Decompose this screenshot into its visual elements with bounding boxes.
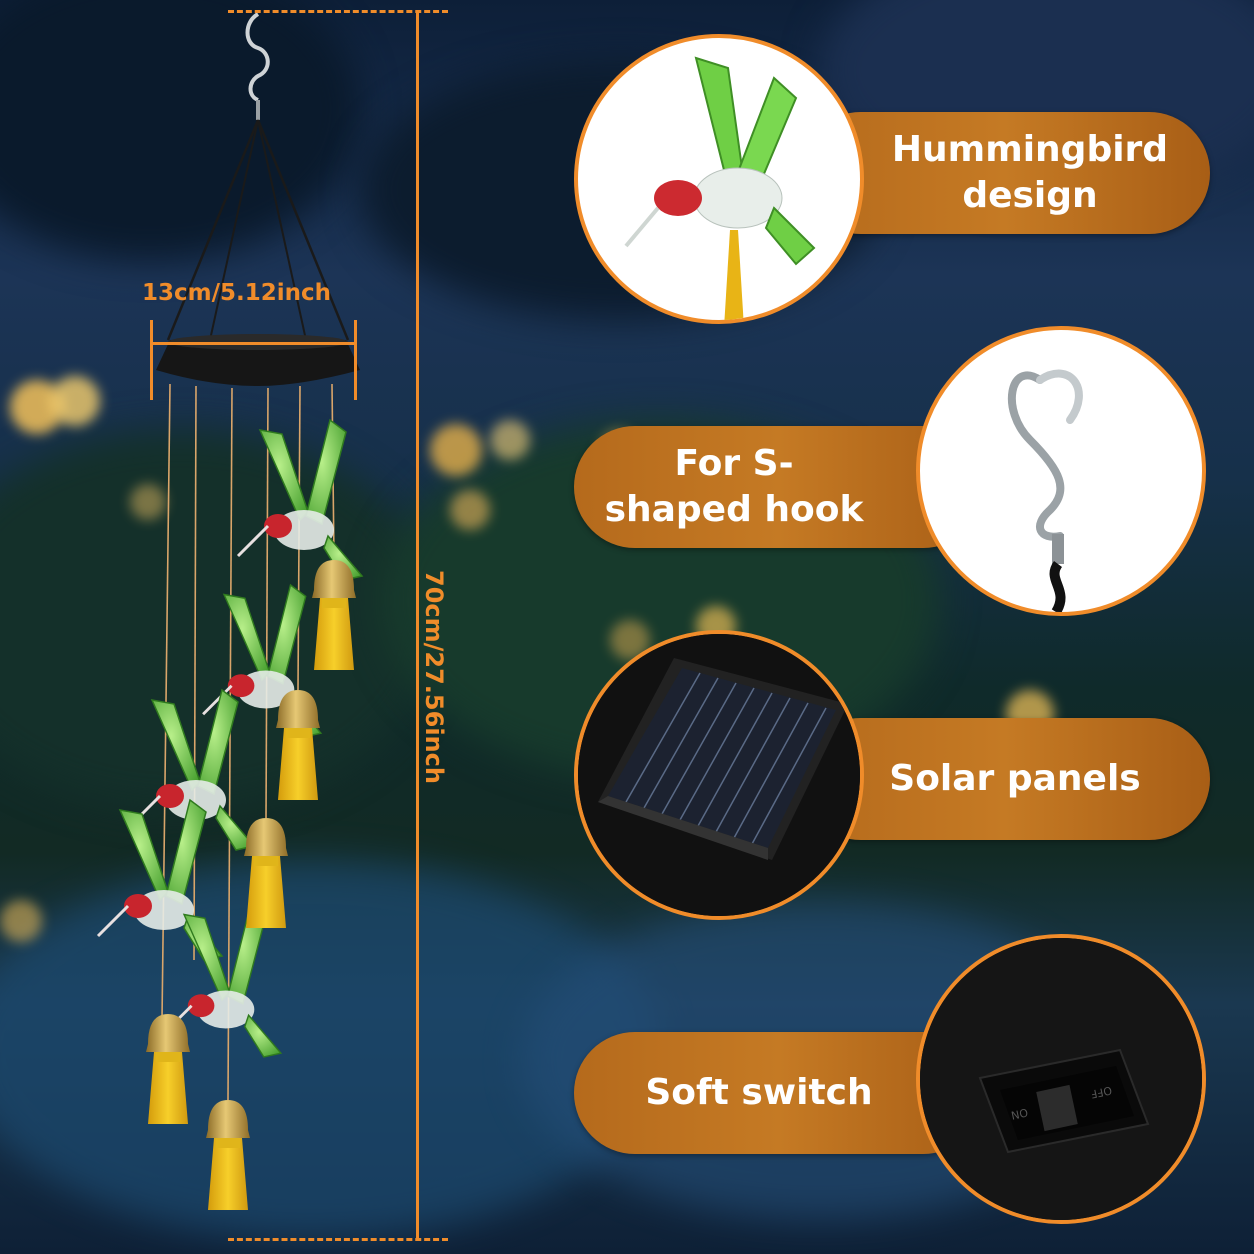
bokeh-light: [0, 900, 42, 942]
bokeh-light: [450, 490, 490, 530]
feature-circle-switch: ON OFF: [916, 934, 1206, 1224]
feature-label: Soft switch: [645, 1072, 873, 1113]
feature-pill-hummingbird: Hummingbird design: [800, 112, 1210, 234]
bokeh-light: [130, 484, 166, 520]
wind-chime-illustration: [96, 12, 364, 1210]
switch-on-label: ON: [1010, 1105, 1029, 1121]
switch-closeup: ON OFF: [920, 938, 1202, 1220]
solar-panel-closeup: [578, 634, 860, 916]
feature-label: For S-shaped hook: [604, 443, 864, 530]
height-dimension-line: [416, 10, 419, 1240]
s-hook-closeup: [1007, 369, 1083, 612]
feature-pill-switch: Soft switch: [574, 1032, 984, 1154]
width-dimension-tick: [150, 320, 153, 400]
height-dimension-tick: [228, 1238, 448, 1241]
width-dimension-label: 13cm/5.12inch: [142, 280, 332, 306]
height-dimension-tick: [228, 10, 448, 13]
width-dimension-tick: [354, 320, 357, 400]
feature-pill-solar: Solar panels: [800, 718, 1210, 840]
hummingbird-closeup: [624, 56, 816, 320]
width-dimension-line: [150, 342, 356, 345]
feature-label: Solar panels: [889, 758, 1141, 799]
bokeh-light: [50, 376, 100, 426]
feature-circle-hummingbird: [574, 34, 864, 324]
feature-label: Hummingbird design: [891, 129, 1169, 216]
switch-off-label: OFF: [1090, 1083, 1114, 1100]
feature-circle-solar: [574, 630, 864, 920]
bokeh-light: [490, 420, 530, 460]
height-dimension-label: 70cm/27.56inch: [420, 570, 448, 784]
feature-circle-hook: [916, 326, 1206, 616]
feature-pill-hook: For S-shaped hook: [574, 426, 984, 548]
bokeh-light: [430, 424, 482, 476]
